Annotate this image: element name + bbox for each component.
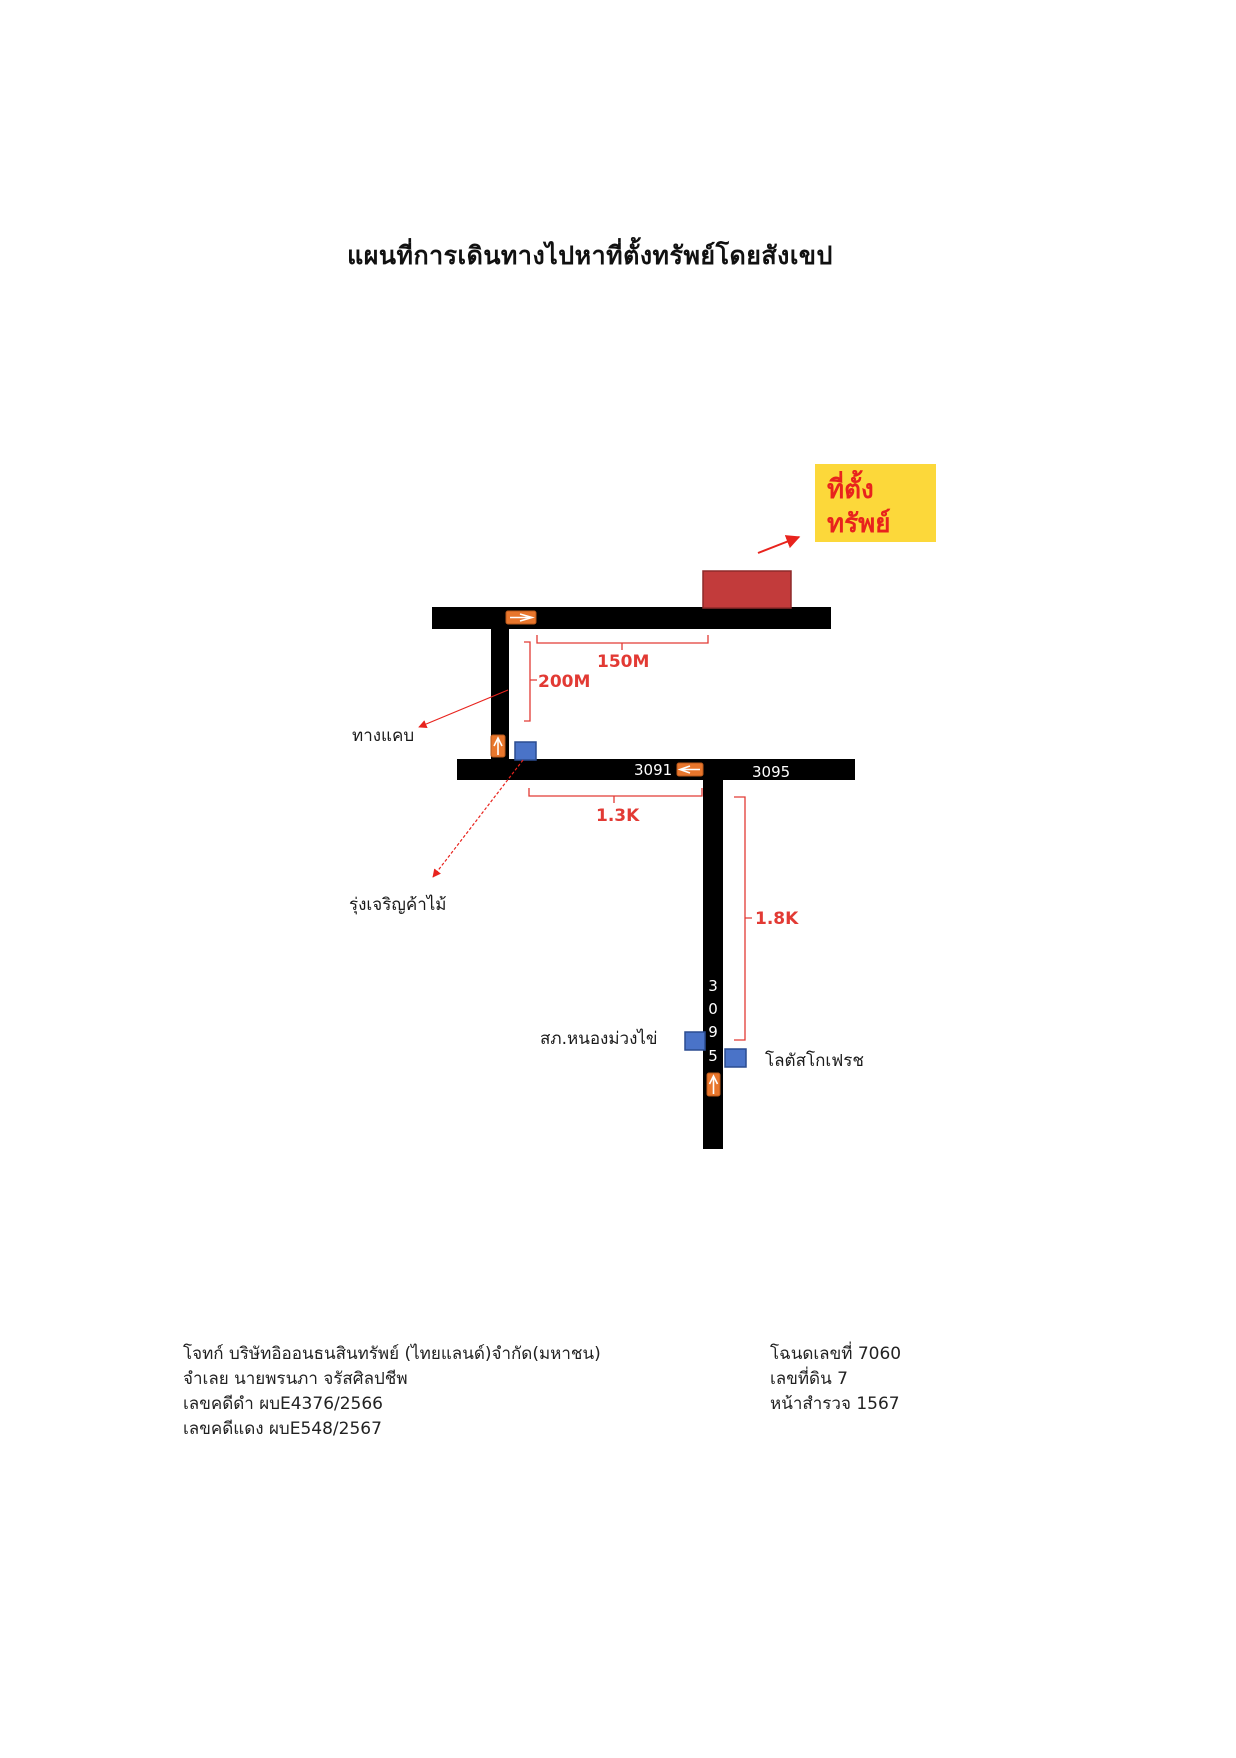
distance-label-main-road: 1.8K bbox=[755, 909, 799, 929]
defendant-line: จำเลย นายพรนภา จรัสศิลปชีพ bbox=[183, 1369, 408, 1389]
survey-page: หน้าสำรวจ 1567 bbox=[770, 1394, 900, 1414]
landmark-label-narrow-road: ทางแคบ bbox=[352, 726, 414, 746]
landmark-label-timber-shop: รุ่งเจริญค้าไม้ bbox=[349, 894, 447, 915]
landmark-label-police: สภ.หนองม่วงไข่ bbox=[540, 1028, 658, 1049]
main-road-3095 bbox=[703, 759, 723, 1149]
land-number: เลขที่ดิน 7 bbox=[770, 1369, 848, 1389]
distance-label-middle-road: 1.3K bbox=[596, 806, 640, 826]
bracket-150m bbox=[536, 635, 709, 650]
deed-number: โฉนดเลขที่ 7060 bbox=[770, 1344, 902, 1364]
bracket-1-8k bbox=[734, 796, 752, 1041]
connector-road bbox=[491, 607, 509, 761]
bracket-200m bbox=[524, 641, 537, 722]
road-number-vertical-digit: 3 bbox=[708, 977, 718, 995]
distance-label-connector: 200M bbox=[538, 672, 590, 692]
property-block bbox=[702, 570, 792, 609]
red-case-number: เลขคดีแดง ผบE548/2567 bbox=[183, 1419, 382, 1439]
plaintiff-line: โจทก์ บริษัทอิออนธนสินทรัพย์ (ไทยแลนด์)จ… bbox=[183, 1344, 601, 1364]
road-number-vertical-digit: 9 bbox=[708, 1023, 718, 1041]
road-number-3091: 3091 bbox=[634, 761, 672, 779]
deed-info: โฉนดเลขที่ 7060 เลขที่ดิน 7 หน้าสำรวจ 15… bbox=[770, 1342, 901, 1417]
black-case-number: เลขคดีดำ ผบE4376/2566 bbox=[183, 1394, 383, 1414]
target-pointer-arrow bbox=[757, 535, 801, 554]
landmark-marker-lotus bbox=[724, 1048, 747, 1068]
arrow-right-icon bbox=[505, 610, 537, 625]
road-number-vertical-digit: 0 bbox=[708, 1000, 718, 1018]
page-title: แผนที่การเดินทางไปหาที่ตั้งทรัพย์โดยสังเ… bbox=[347, 241, 833, 270]
landmark-marker-timber-shop bbox=[514, 741, 537, 761]
road-number-vertical-digit: 5 bbox=[708, 1047, 718, 1065]
target-label-box bbox=[815, 464, 936, 542]
landmark-label-lotus: โลตัสโกเฟรช bbox=[765, 1050, 864, 1071]
target-label-line1: ที่ตั้ง bbox=[827, 469, 874, 505]
road-3091-3095 bbox=[457, 759, 855, 780]
arrow-left-icon bbox=[676, 762, 704, 777]
pointer-narrow-road bbox=[418, 689, 509, 728]
arrow-up-icon bbox=[706, 1072, 721, 1097]
case-info: โจทก์ บริษัทอิออนธนสินทรัพย์ (ไทยแลนด์)จ… bbox=[183, 1342, 601, 1442]
landmark-marker-police bbox=[684, 1031, 706, 1051]
arrow-up-icon bbox=[490, 734, 506, 758]
distance-label-top-road: 150M bbox=[597, 652, 649, 672]
bracket-1-3k bbox=[528, 788, 703, 803]
target-label-line2: ทรัพย์ bbox=[827, 508, 890, 539]
road-number-3095: 3095 bbox=[752, 763, 790, 781]
